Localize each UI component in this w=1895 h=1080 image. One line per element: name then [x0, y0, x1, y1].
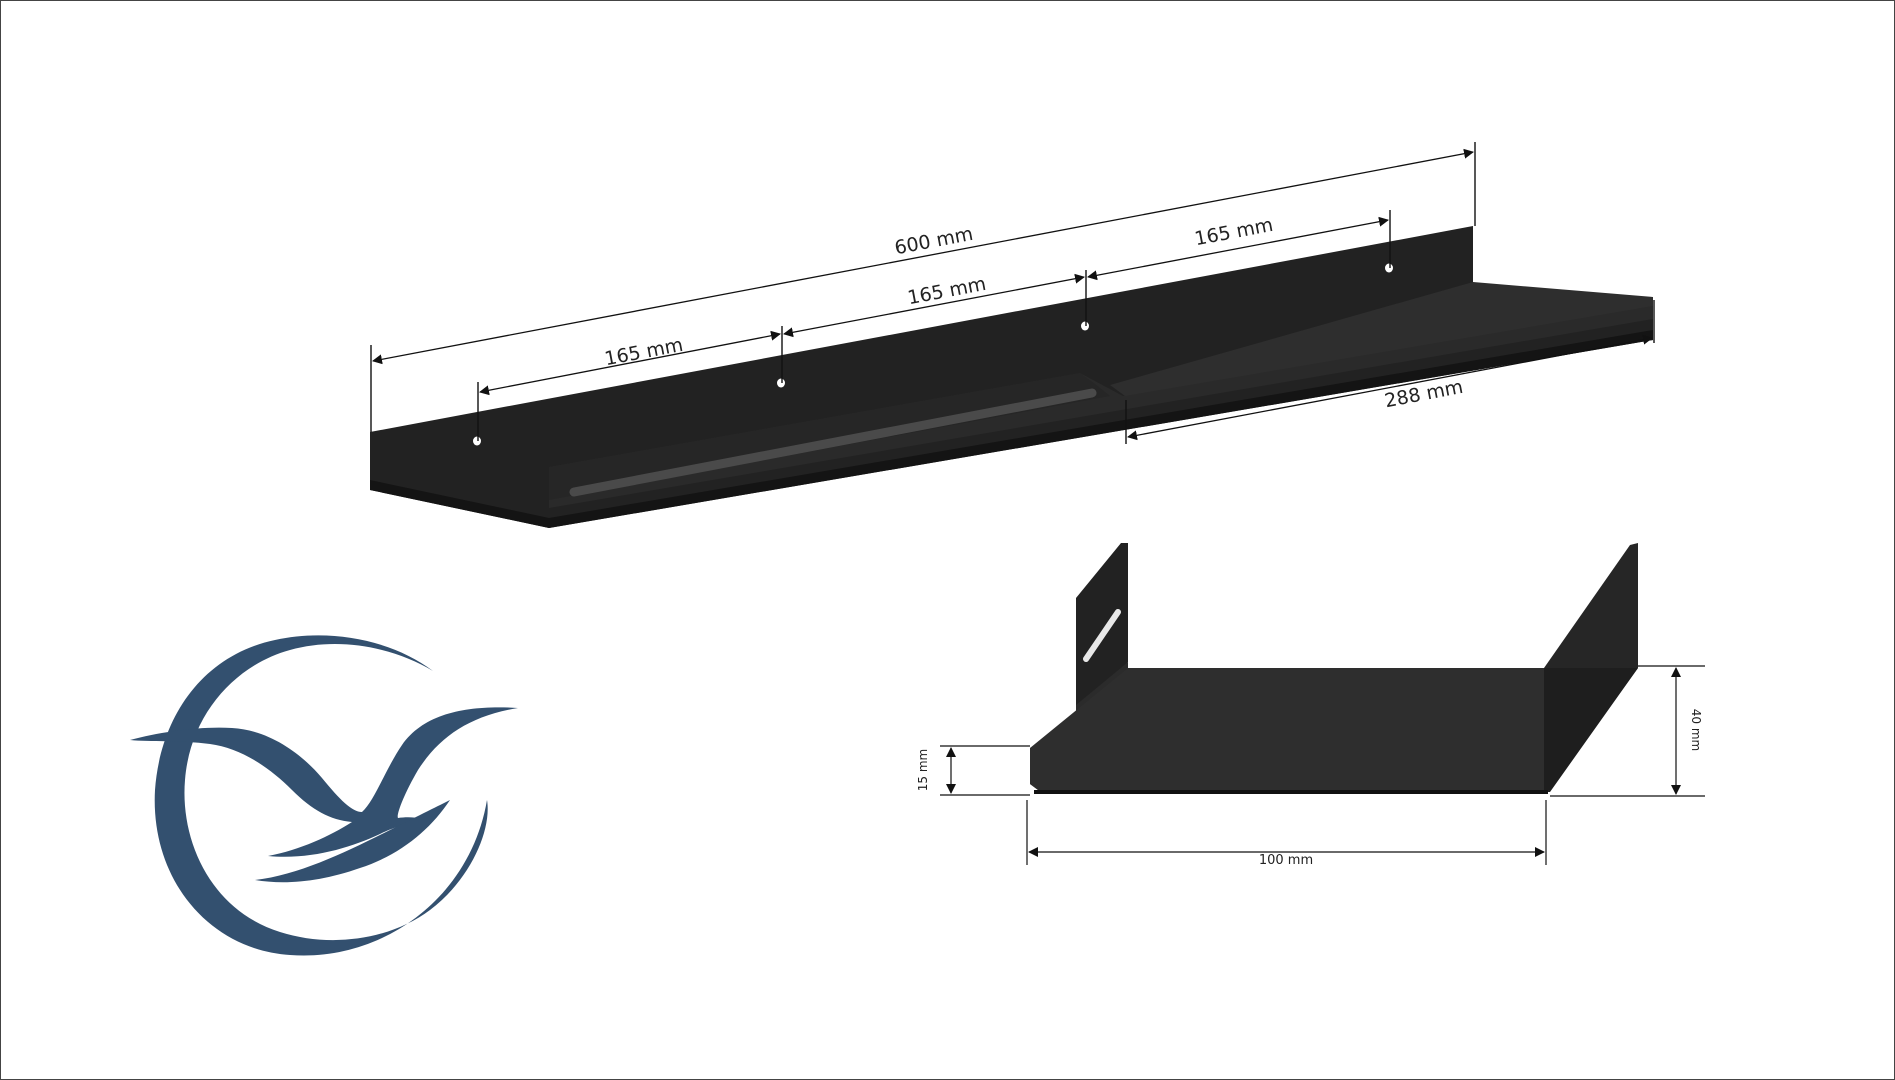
label-15mm: 15 mm [916, 749, 930, 791]
label-165mm-1: 165 mm [603, 334, 685, 370]
profile-right-wall-face [1544, 668, 1638, 792]
bird-moon-logo-icon [130, 635, 518, 956]
label-40mm: 40 mm [1689, 709, 1703, 751]
shelf-slot [569, 388, 1097, 497]
profile-base-front [1030, 668, 1544, 790]
mount-hole-3 [1081, 321, 1089, 331]
dim-line-165-c [1087, 216, 1389, 281]
dim-line-288 [1127, 334, 1653, 441]
label-100mm: 100 mm [1259, 853, 1313, 868]
dim-line-600 [372, 148, 1474, 365]
dim-line-165-a [479, 330, 781, 396]
label-165mm-2: 165 mm [906, 273, 988, 309]
profile-shelf-view: 15 mm 40 mm 100 mm [916, 543, 1705, 868]
profile-extension-lines [940, 665, 1705, 865]
long-shelf-view: 600 mm 165 mm 165 mm 165 mm 288 mm [370, 142, 1655, 528]
label-165mm-3: 165 mm [1193, 214, 1275, 250]
mount-hole-1 [473, 436, 481, 446]
mount-hole-2 [777, 378, 785, 388]
dim-line-165-b [783, 273, 1085, 338]
shelf-bottom-edge [370, 330, 1653, 528]
profile-left-slot [1083, 609, 1121, 662]
mount-hole-4 [1385, 263, 1393, 273]
